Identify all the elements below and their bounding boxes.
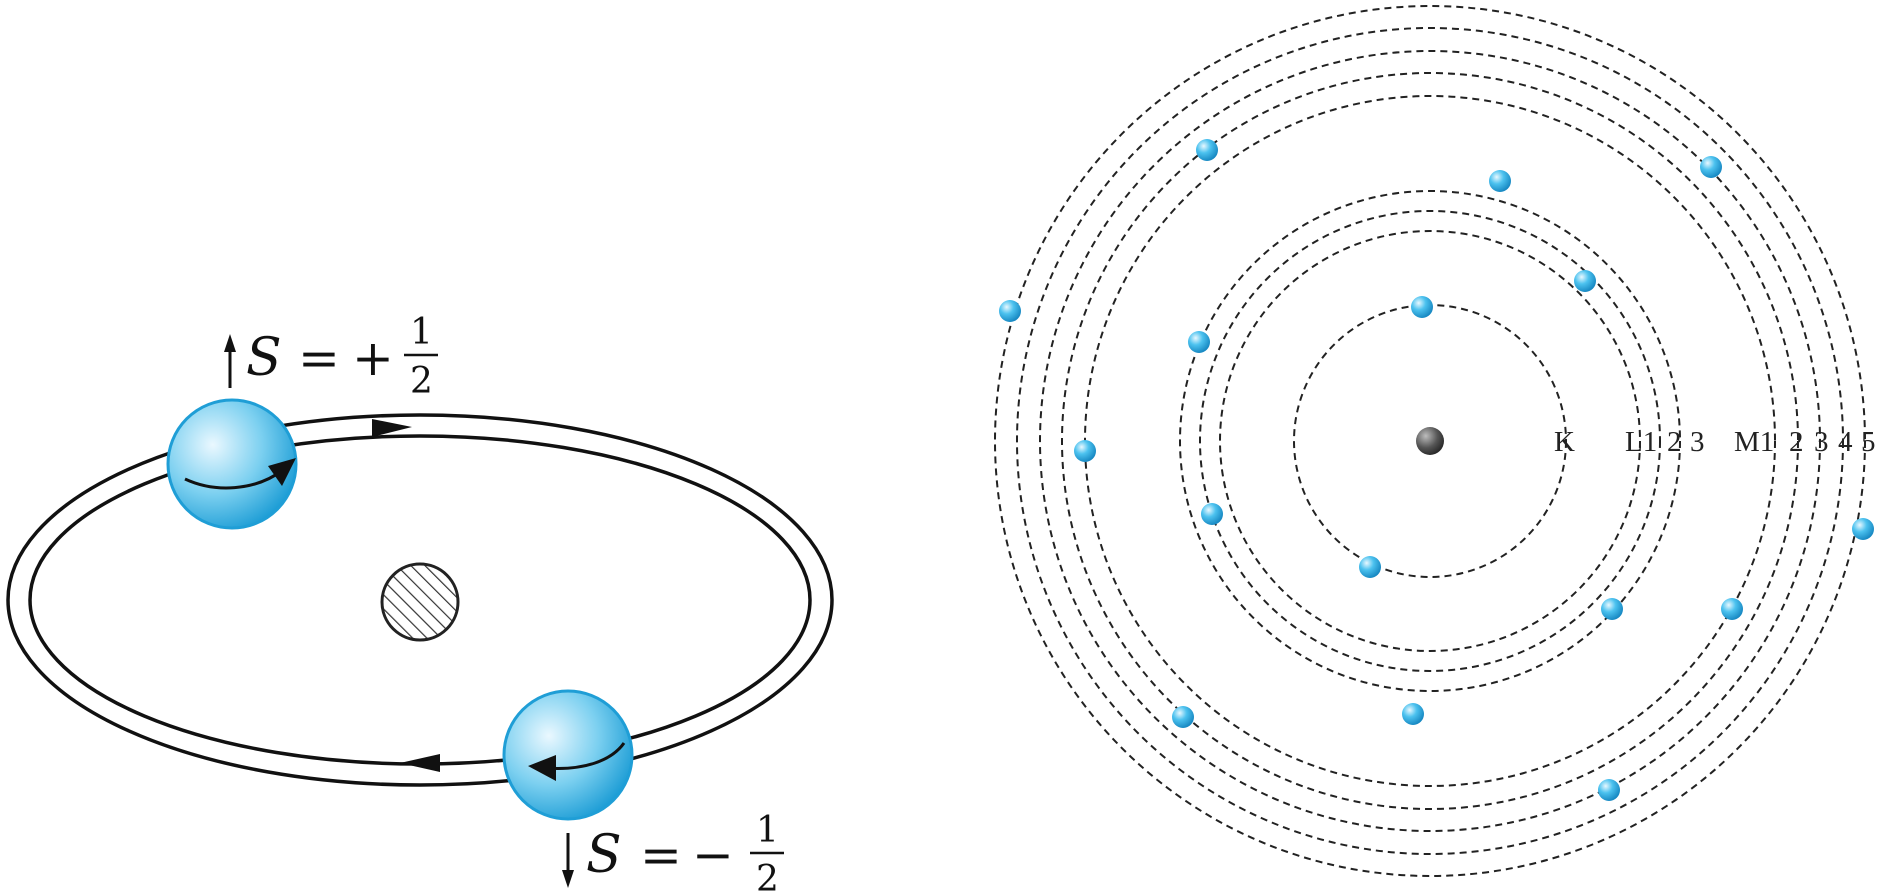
equals-sign: = — [640, 826, 682, 884]
electron-dot — [1074, 440, 1096, 462]
nucleus — [1416, 427, 1444, 455]
sign: − — [692, 826, 734, 884]
electron-dot — [1721, 598, 1743, 620]
electron-markers — [999, 139, 1874, 801]
shell-label-k: K — [1554, 426, 1575, 458]
spin-down-label: S = − 1 2 — [562, 810, 784, 895]
shell-label-l2: 2 — [1667, 426, 1682, 458]
sign: + — [352, 329, 394, 387]
electron-dot — [1201, 503, 1223, 525]
electron-dot — [1598, 779, 1620, 801]
fraction-numerator: 1 — [756, 810, 779, 851]
electron-dot — [1700, 156, 1722, 178]
orbit-ring-m5 — [994, 5, 1866, 877]
orbit-ring-l1 — [1219, 230, 1641, 652]
electron-spin-up — [166, 398, 298, 530]
orbit-outer — [6, 413, 834, 787]
shell-label-m2: 2 — [1789, 426, 1804, 458]
orbit-ring-m2 — [1061, 72, 1799, 810]
electron-dot — [1359, 556, 1381, 578]
shell-label-m4: 4 — [1838, 426, 1853, 458]
shell-label-m5: 5 — [1861, 426, 1876, 458]
electron-spin-down — [502, 689, 634, 821]
spin-symbol: S — [246, 328, 282, 388]
shell-label-l1: L1 — [1625, 426, 1657, 458]
orbit-ring-l2 — [1199, 210, 1661, 672]
nucleus-hatched — [380, 562, 460, 642]
equals-sign: = — [298, 329, 340, 387]
electron-dot — [1172, 706, 1194, 728]
shell-diagram: K L1 2 3 M1 2 3 4 5 — [994, 5, 1876, 877]
orbit-arrow-right-icon — [372, 419, 412, 437]
orbit-arrow-left-icon — [400, 754, 440, 772]
electron-dot — [1489, 170, 1511, 192]
electron-dot — [1402, 703, 1424, 725]
shell-label-m1: M1 — [1734, 426, 1774, 458]
shell-label-l3: 3 — [1690, 426, 1705, 458]
orbit-ring-l3 — [1179, 190, 1681, 692]
electron-dot — [1574, 270, 1596, 292]
electron-dot — [1852, 518, 1874, 540]
spin-up-label: S = + 1 2 — [224, 312, 438, 402]
spin-diagram: S = + 1 2 S = − 1 2 — [6, 312, 834, 895]
electron-dot — [1411, 296, 1433, 318]
orbit-rings — [994, 5, 1866, 877]
fraction-numerator: 1 — [410, 312, 433, 353]
orbit-ring-m4 — [1016, 27, 1844, 855]
spin-symbol: S — [586, 825, 622, 885]
electron-dot — [1188, 331, 1210, 353]
orbit-ring-m3 — [1039, 50, 1821, 832]
fraction-denominator: 2 — [410, 361, 433, 402]
electron-dot — [1196, 139, 1218, 161]
spin-arrow-icon — [544, 742, 626, 770]
electron-dot — [1601, 598, 1623, 620]
electron-dot — [999, 300, 1021, 322]
fraction-denominator: 2 — [756, 859, 779, 895]
shell-label-m3: 3 — [1814, 426, 1829, 458]
spin-arrow-icon — [184, 468, 284, 490]
